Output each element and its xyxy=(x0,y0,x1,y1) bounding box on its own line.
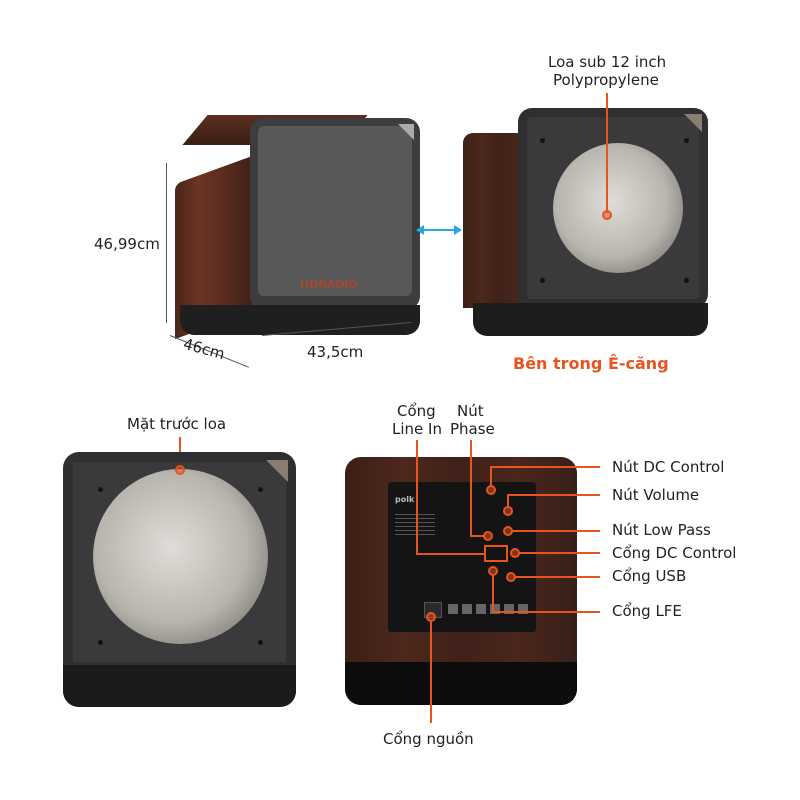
volume-knob-label: Nút Volume xyxy=(612,486,700,504)
screw xyxy=(540,278,545,283)
front-frame xyxy=(518,108,708,308)
front-frame: HDRADIO xyxy=(250,118,420,310)
speaker-base xyxy=(473,303,708,336)
screw xyxy=(684,278,689,283)
lfe-port-dot xyxy=(488,566,498,576)
phase-callout-line-h xyxy=(470,535,484,537)
height-arrow xyxy=(166,163,167,323)
speaker-driver-view xyxy=(463,108,708,338)
driver-callout-line2: Polypropylene xyxy=(553,71,659,89)
woofer-cone xyxy=(553,143,683,273)
phase-knob-dot xyxy=(483,531,493,541)
power-port-line xyxy=(430,620,432,723)
low-pass-knob-line xyxy=(512,530,600,532)
inside-cabinet-caption: Bên trong Ê-căng xyxy=(513,354,669,373)
speaker-base xyxy=(63,665,296,707)
dc-control-button-line xyxy=(490,466,600,468)
arrow-head-right xyxy=(454,225,462,235)
low-pass-knob-label: Nút Low Pass xyxy=(612,521,711,539)
usb-port-dot xyxy=(506,572,516,582)
speaker-front-view xyxy=(63,452,296,707)
polk-logo: polk xyxy=(395,495,415,504)
dc-control-button-line-v xyxy=(490,466,492,486)
line-in-callout-line1: Cổng xyxy=(397,402,436,420)
front-face-callout: Mặt trước loa xyxy=(127,415,227,433)
driver-callout-line xyxy=(606,93,608,213)
screw xyxy=(540,138,545,143)
dc-control-button-dot xyxy=(486,485,496,495)
driver-callout-line1: Loa sub 12 inch xyxy=(548,53,667,71)
phase-callout-line2: Phase xyxy=(450,420,495,438)
volume-knob-line-v xyxy=(507,494,509,508)
screw xyxy=(258,640,263,645)
speaker-base xyxy=(180,305,420,335)
dc-control-port-label: Cổng DC Control xyxy=(612,544,737,562)
power-port-label: Cổng nguồn xyxy=(383,730,474,748)
low-pass-knob-dot xyxy=(503,526,513,536)
lfe-port-line xyxy=(492,611,600,613)
usb-port-label: Cổng USB xyxy=(612,567,687,585)
phase-callout-line xyxy=(470,440,472,536)
double-arrow-icon xyxy=(420,229,456,231)
height-dimension-label: 46,99cm xyxy=(94,235,160,253)
speaker-grille-view: HDRADIO xyxy=(175,110,420,340)
screw xyxy=(98,640,103,645)
width-dimension-label: 43,5cm xyxy=(307,343,364,361)
speaker-rear-view: polk xyxy=(345,457,577,705)
volume-knob-line xyxy=(507,494,600,496)
usb-port-line xyxy=(514,576,600,578)
phase-callout-line1: Nút xyxy=(457,402,484,420)
dc-control-port-line xyxy=(518,552,600,554)
line-in-port-box xyxy=(484,545,508,562)
screw xyxy=(258,487,263,492)
arrow-head-left xyxy=(416,225,424,235)
line-in-callout-line xyxy=(416,440,418,554)
hdradio-logo: HDRADIO xyxy=(300,278,358,291)
front-callout-dot xyxy=(175,465,185,475)
line-in-callout-line2: Line In xyxy=(392,420,442,438)
speaker-base xyxy=(345,662,577,705)
screw xyxy=(98,487,103,492)
volume-knob-dot xyxy=(503,506,513,516)
driver-callout-dot xyxy=(602,210,612,220)
screw xyxy=(684,138,689,143)
grille xyxy=(258,126,412,296)
lfe-port-label: Cổng LFE xyxy=(612,602,682,620)
dc-control-port-dot xyxy=(510,548,520,558)
woofer-cone xyxy=(93,469,268,644)
spec-text-block xyxy=(395,514,435,536)
cert-labels xyxy=(448,604,528,614)
line-in-callout-line-h xyxy=(416,553,484,555)
dc-control-button-label: Nút DC Control xyxy=(612,458,725,476)
lfe-port-line-v xyxy=(492,574,494,612)
